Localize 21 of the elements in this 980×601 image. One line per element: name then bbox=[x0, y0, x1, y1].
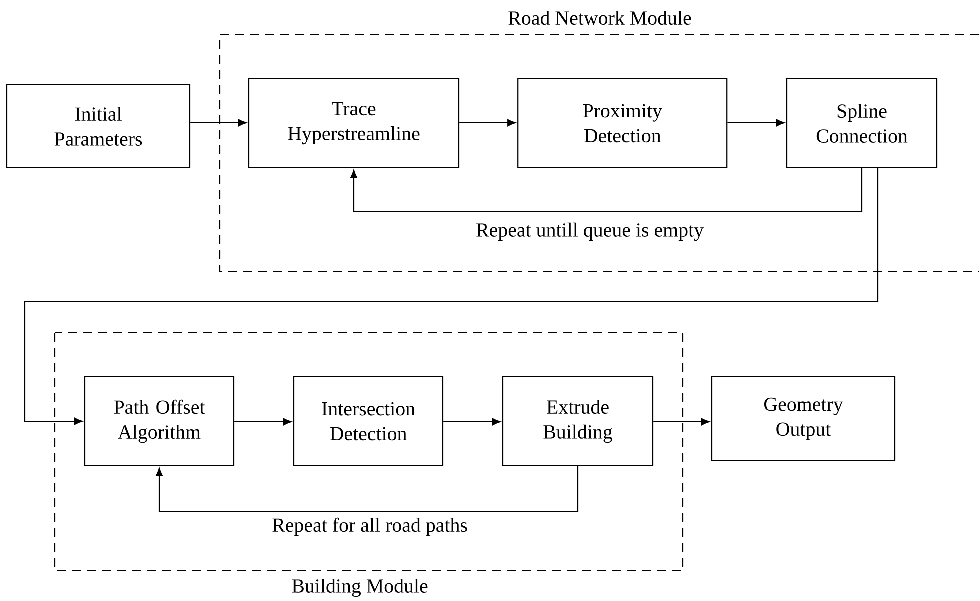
edge-label: Repeat untill queue is empty bbox=[475, 222, 705, 242]
arrow bbox=[444, 418, 501, 426]
arrow bbox=[190, 119, 247, 127]
arrow bbox=[350, 168, 863, 213]
edge-label: Repeat for all road paths bbox=[271, 516, 469, 538]
process-box: Intersection Detection bbox=[293, 376, 444, 467]
arrow bbox=[654, 418, 710, 426]
process-box: Geometry Output bbox=[711, 376, 896, 462]
arrow bbox=[460, 119, 516, 127]
process-box: Path Offset Algorithm bbox=[84, 376, 235, 467]
arrow bbox=[234, 418, 292, 426]
process-box: Extrude Building bbox=[502, 376, 654, 467]
process-box: Spline Connection bbox=[786, 78, 938, 169]
process-box: Trace Hyperstreamline bbox=[248, 78, 460, 169]
process-box: Initial Parameters bbox=[6, 84, 191, 169]
process-box: Proximity Detection bbox=[518, 78, 728, 169]
module-title: Building Module bbox=[292, 578, 428, 598]
arrow bbox=[728, 119, 785, 127]
arrow bbox=[24, 168, 879, 426]
arrow bbox=[156, 466, 579, 513]
module-title: Road Network Module bbox=[508, 11, 692, 25]
